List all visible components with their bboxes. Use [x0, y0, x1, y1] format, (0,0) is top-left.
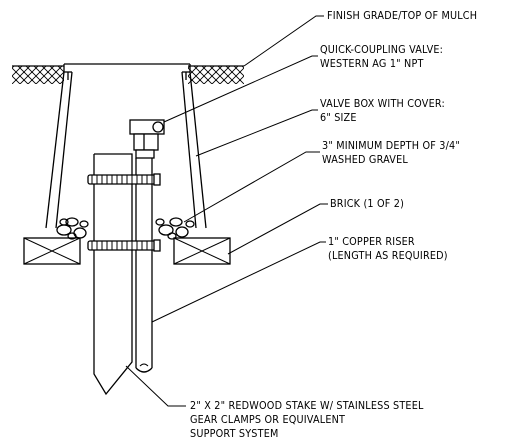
gear-clamp-lower	[87, 239, 161, 252]
label-gravel-line2: WASHED GRAVEL	[322, 154, 408, 166]
brick-left	[23, 237, 81, 265]
label-quick-coupling-valve-line2: WESTERN AG 1" NPT	[320, 58, 424, 70]
copper-riser	[135, 158, 153, 373]
label-copper-riser-line1: 1" COPPER RISER	[328, 236, 415, 248]
label-gravel-line1: 3" MINIMUM DEPTH OF 3/4"	[322, 140, 460, 152]
label-quick-coupling-valve-line1: QUICK-COUPLING VALVE:	[320, 44, 444, 56]
valve-box	[45, 63, 207, 229]
label-finish-grade: FINISH GRADE/TOP OF MULCH	[327, 10, 478, 22]
washed-gravel	[56, 217, 195, 240]
gear-clamp-upper	[87, 173, 161, 186]
soil-grade-hatch	[12, 65, 244, 84]
label-stake-line3: SUPPORT SYSTEM	[190, 428, 279, 440]
brick-right	[173, 237, 231, 265]
label-stake-line2: GEAR CLAMPS OR EQUIVALENT	[190, 414, 346, 426]
redwood-stake	[93, 153, 133, 396]
leader-lines	[125, 15, 328, 407]
label-stake-line1: 2" X 2" REDWOOD STAKE W/ STAINLESS STEEL	[190, 400, 424, 412]
label-copper-riser-line2: (LENGTH AS REQUIRED)	[328, 250, 448, 262]
label-valve-box-line1: VALVE BOX WITH COVER:	[320, 98, 445, 110]
quick-coupling-valve	[129, 119, 165, 159]
label-brick: BRICK (1 OF 2)	[330, 198, 405, 210]
label-valve-box-line2: 6" SIZE	[320, 112, 357, 124]
